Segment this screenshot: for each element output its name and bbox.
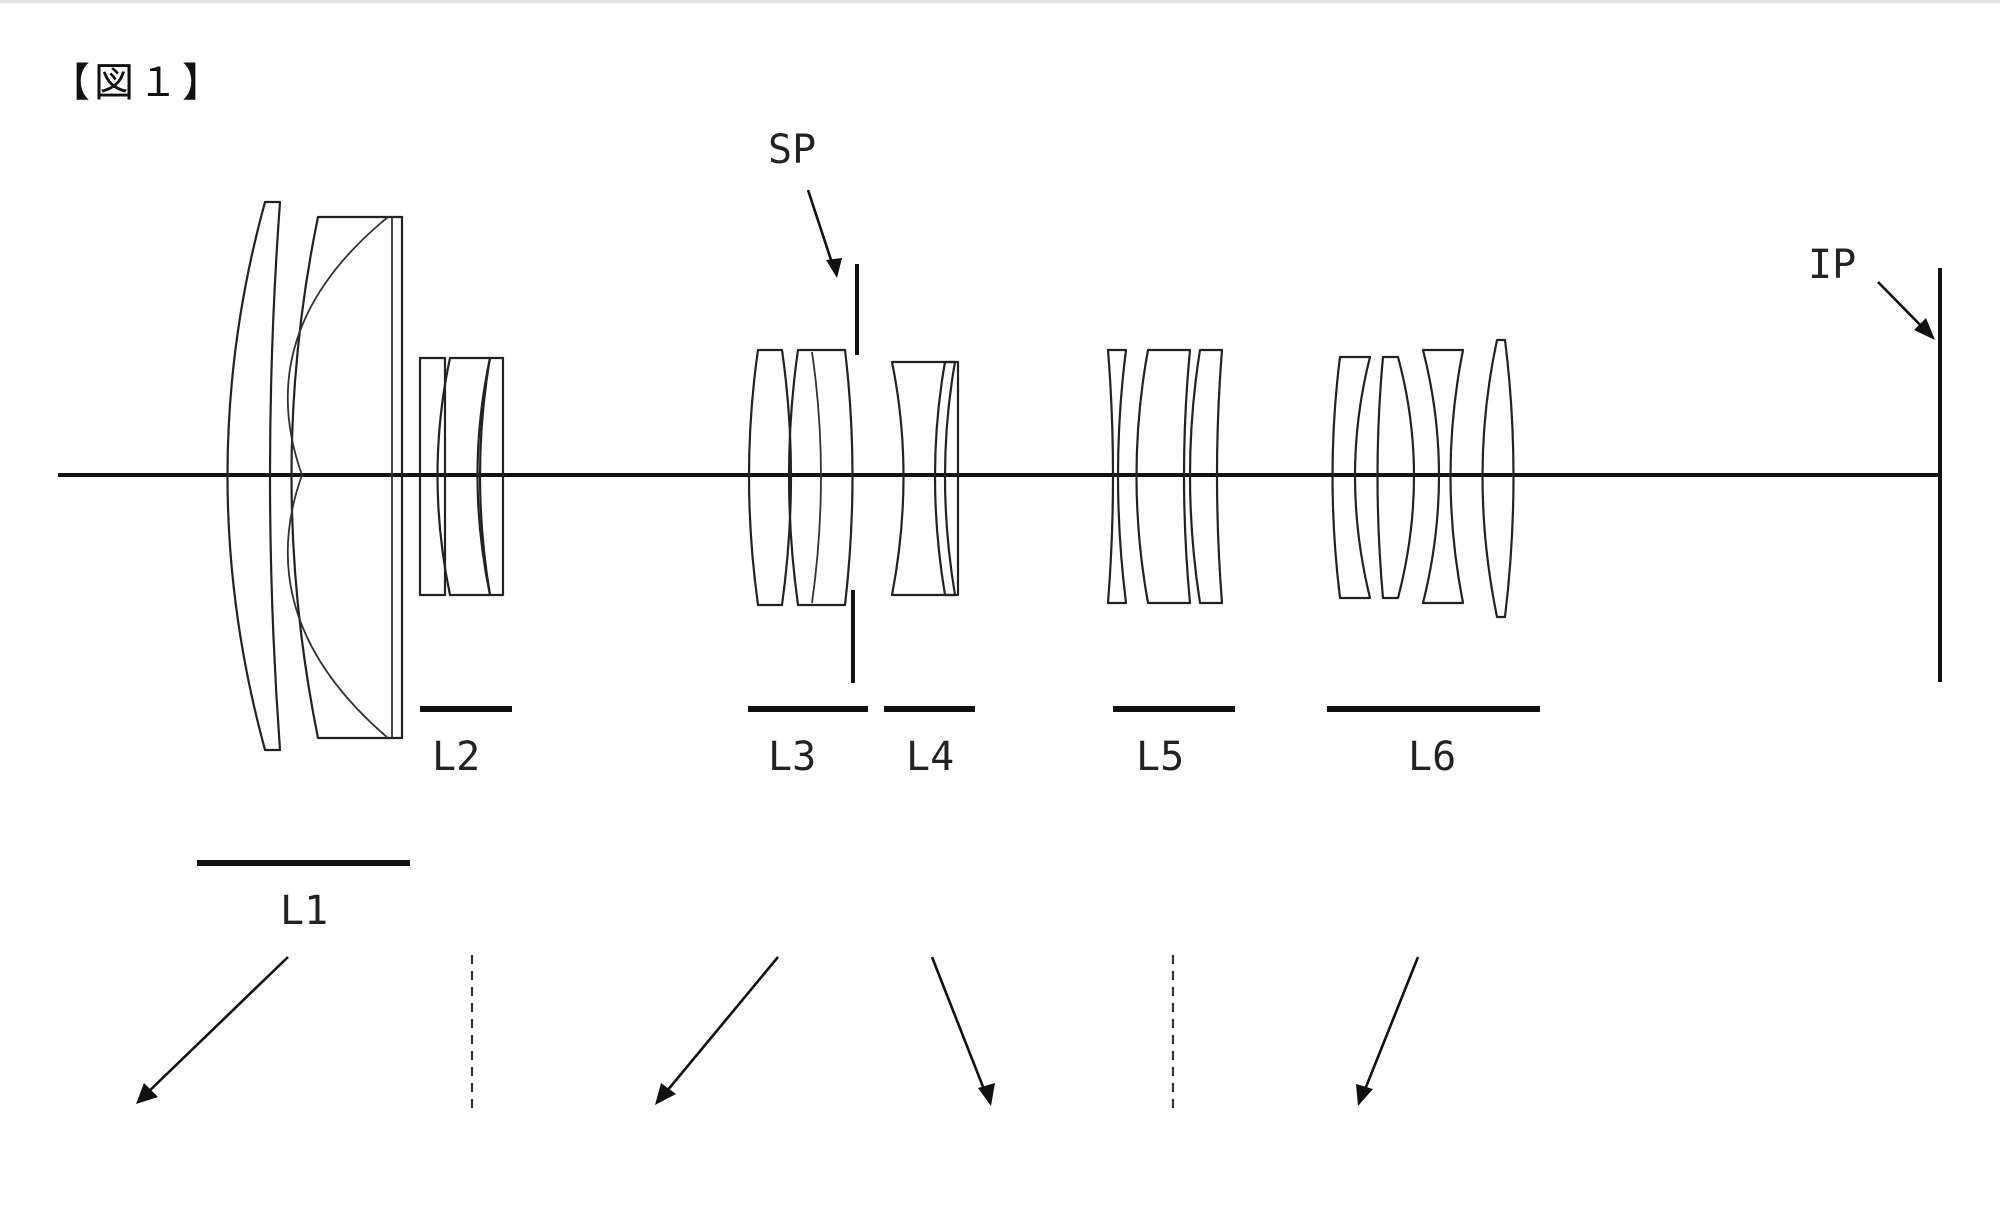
label-l5: L5 (1136, 734, 1184, 780)
lens-l4-element-2 (933, 360, 960, 597)
lens-l5-element-1 (1106, 348, 1128, 605)
label-l3: L3 (768, 734, 816, 780)
lens-group-l6 (1331, 338, 1515, 619)
lens-group-l4 (890, 360, 960, 597)
top-border (0, 0, 2000, 3)
lens-l4-element-1 (890, 360, 957, 597)
lens-l5-element-2 (1135, 348, 1192, 605)
lens-group-l3 (747, 348, 854, 607)
lens-group-l5 (1106, 348, 1224, 605)
lens-l1-element-1 (226, 200, 282, 752)
label-l2: L2 (432, 734, 480, 780)
lens-l2-element-3 (478, 356, 505, 597)
movement-arrow-l3 (655, 956, 780, 1105)
sp-pointer-arrow (806, 189, 842, 278)
label-l1: L1 (280, 888, 328, 934)
label-sp: SP (768, 127, 816, 173)
label-l4: L4 (906, 734, 954, 780)
ip-pointer-arrow (1877, 281, 1935, 340)
movement-arrow-l4 (930, 956, 995, 1106)
lens-l6-element-1 (1331, 355, 1372, 600)
lens-l2-element-1 (418, 356, 447, 597)
lens-group-l1 (226, 200, 404, 752)
lens-l6-element-2 (1376, 355, 1416, 600)
lens-l1-element-2 (290, 215, 404, 740)
lens-l3-element-1 (747, 348, 793, 607)
lens-l6-element-4 (1481, 338, 1515, 619)
movement-arrow-l1 (136, 956, 289, 1104)
lens-group-l2 (418, 356, 505, 597)
lens-l6-element-3 (1421, 348, 1465, 605)
lens-l5-element-3 (1188, 348, 1224, 605)
lens-l3-element-2 (787, 348, 854, 607)
lens-l1-element-2-inner-surface (286, 216, 389, 739)
figure-label: 【図１】 (50, 60, 226, 106)
label-l6: L6 (1408, 734, 1456, 780)
label-ip: IP (1808, 242, 1856, 288)
movement-arrow-l6 (1356, 956, 1420, 1106)
